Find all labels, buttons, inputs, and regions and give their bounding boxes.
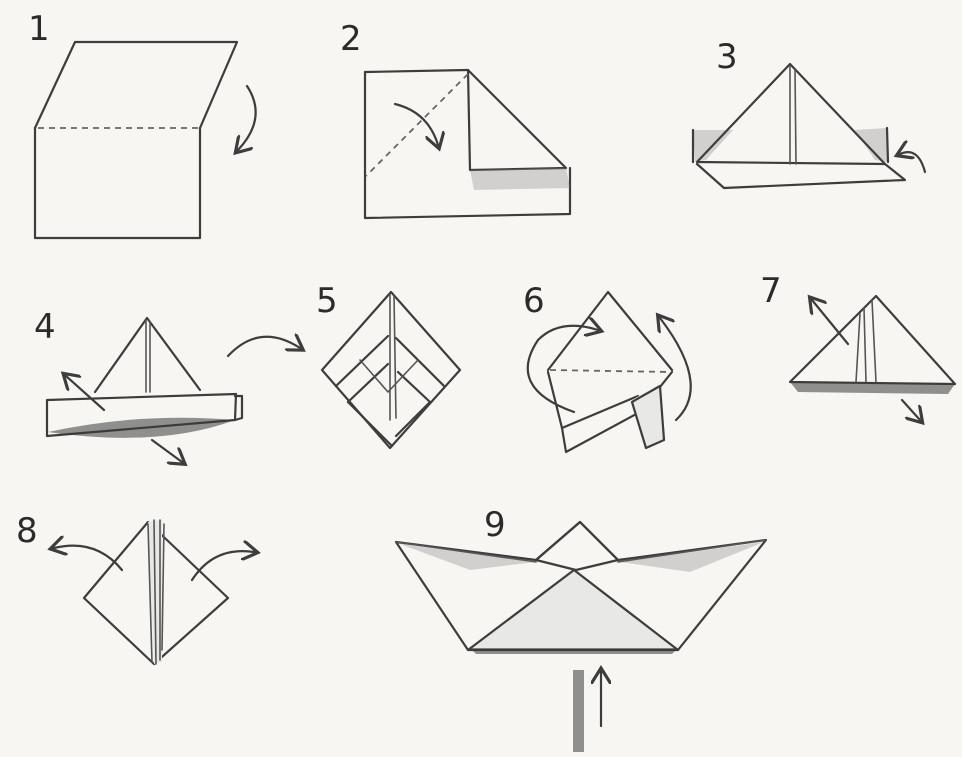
right-brim-shade (855, 128, 888, 162)
step-5-number: 5 (316, 281, 338, 321)
step-9: 9 (396, 505, 766, 752)
step-3: 3 (693, 37, 925, 188)
center-fold (146, 320, 150, 392)
keel-shadow (470, 648, 678, 654)
rotate-arrow-left (528, 326, 598, 412)
inner-triangle (360, 360, 418, 392)
pull-tab (573, 670, 584, 752)
paper-sheet (35, 128, 200, 238)
center-fold (390, 294, 396, 420)
cabin-triangle (536, 522, 618, 570)
pull-arrow-right (152, 440, 182, 462)
rotate-arrow-right (660, 318, 691, 420)
step-6: 6 (523, 281, 691, 452)
step-4-number: 4 (34, 307, 56, 347)
step-6-number: 6 (523, 281, 545, 321)
step-1: 1 (28, 9, 256, 238)
folded-corner (468, 70, 566, 170)
folded-top-flap (35, 42, 237, 128)
step-7: 7 (760, 271, 955, 420)
fold-arrow (238, 86, 256, 150)
step-4: 4 (34, 307, 300, 462)
top-triangle (548, 292, 672, 370)
base-shadow (790, 382, 955, 394)
paper-top-edge (365, 70, 468, 72)
pull-arrow-right (192, 551, 254, 580)
step-7-number: 7 (760, 271, 782, 311)
step-9-number: 9 (484, 505, 506, 545)
step-1-number: 1 (28, 9, 50, 49)
pull-arrow-left (66, 376, 104, 410)
step-3-number: 3 (716, 37, 738, 77)
triangle-hat (697, 64, 885, 164)
brim-underside (48, 418, 235, 438)
hull-center-fill (468, 570, 678, 650)
step-2-number: 2 (340, 19, 362, 59)
lower-flap-lines (348, 402, 430, 446)
fold-line (366, 74, 468, 176)
bottom-band (697, 164, 905, 188)
transition-arrow (228, 337, 300, 356)
right-flap-lines (396, 338, 444, 402)
pull-arrow-right (902, 400, 920, 420)
hat-triangle (95, 318, 200, 392)
step-5: 5 (316, 281, 460, 448)
step-8-number: 8 (16, 511, 38, 551)
pull-arrow-left (812, 300, 848, 344)
fold-arrow (395, 104, 438, 145)
fold-back-arrow (900, 152, 925, 172)
step-2: 2 (340, 19, 570, 218)
step-8: 8 (16, 511, 254, 664)
fold-line (550, 370, 670, 372)
diamond-outline (322, 292, 460, 448)
center-fold (790, 66, 796, 164)
corner-shadow (470, 168, 570, 190)
